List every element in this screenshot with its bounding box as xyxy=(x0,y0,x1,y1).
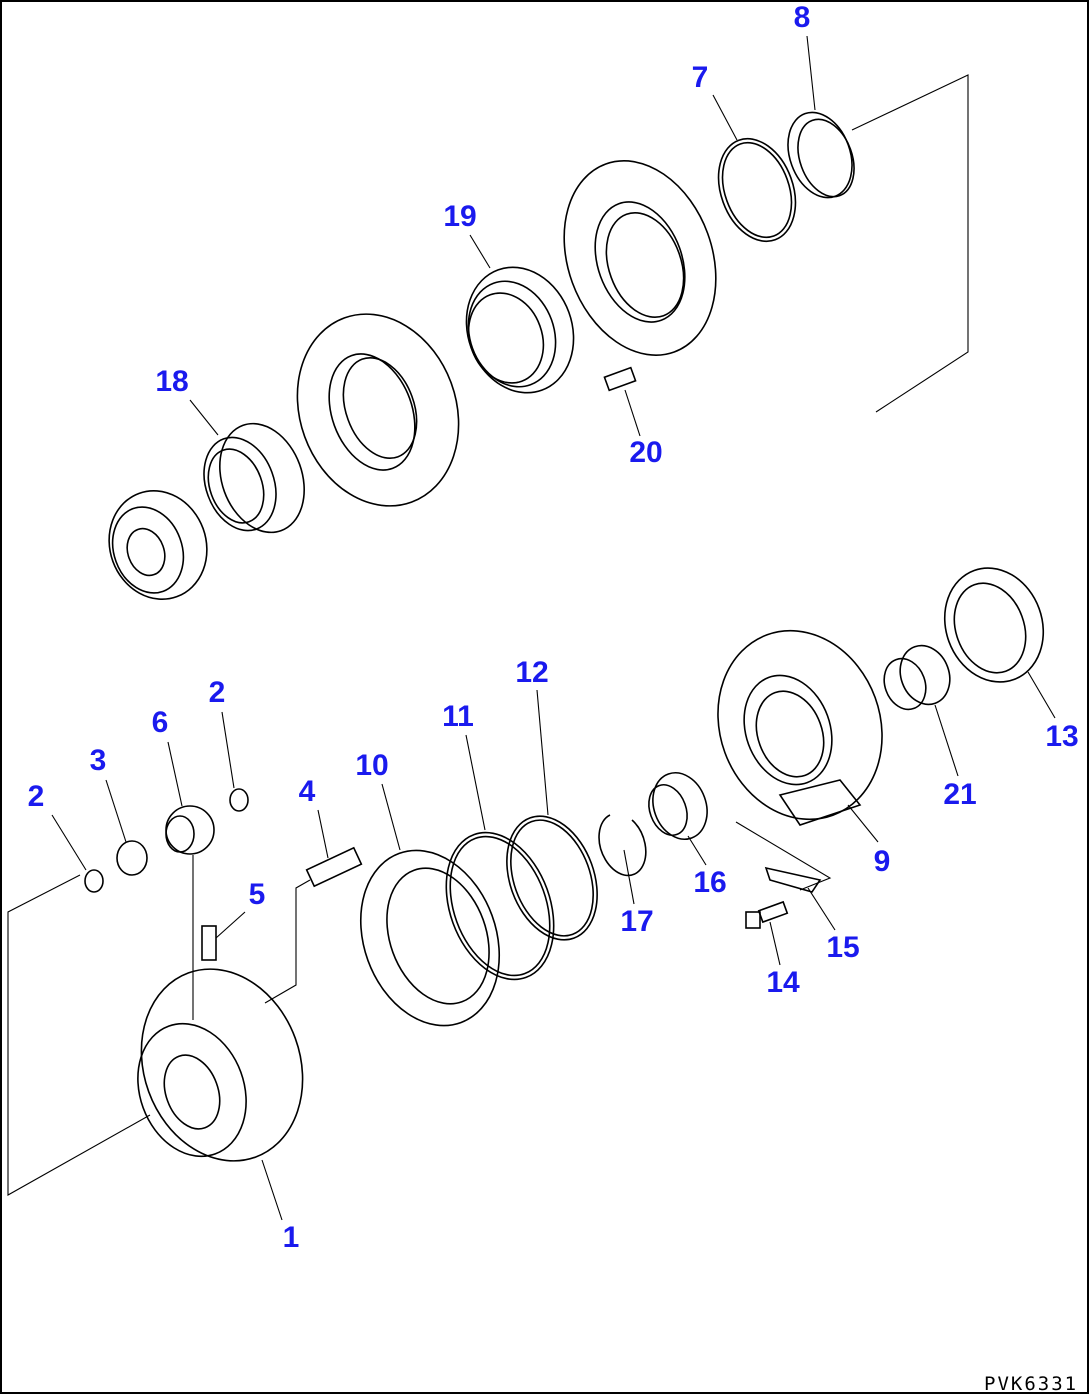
callout-18: 18 xyxy=(155,365,188,398)
part-18-bearing xyxy=(203,422,305,534)
part-20-plug xyxy=(603,366,637,392)
assembly-axis-lines xyxy=(7,74,969,1196)
part-11-ring xyxy=(445,831,555,981)
callout-16: 16 xyxy=(693,866,726,899)
callout-11: 11 xyxy=(442,700,474,733)
part-12-ring xyxy=(506,815,598,941)
callout-7: 7 xyxy=(692,61,709,94)
callout-14: 14 xyxy=(766,966,800,999)
part-1-pump-body xyxy=(137,968,304,1162)
part-9-housing xyxy=(717,629,883,826)
part-6-bushing xyxy=(165,805,215,855)
callout-1: 1 xyxy=(283,1221,300,1254)
callout-19: 19 xyxy=(443,200,476,233)
part-3-nut xyxy=(116,840,148,876)
callout-17: 17 xyxy=(620,905,653,938)
callout-labels: 8 7 19 18 20 12 11 2 6 3 4 10 2 13 21 9 … xyxy=(28,1,1079,1254)
callout-5: 5 xyxy=(249,878,266,911)
part-16-coupling xyxy=(648,772,708,840)
callout-12: 12 xyxy=(515,656,548,689)
drawing-code: PVK6331 xyxy=(984,1373,1078,1395)
callout-2: 2 xyxy=(209,676,226,709)
part-7-ring xyxy=(717,137,797,243)
callout-2: 2 xyxy=(28,780,45,813)
part-13-ring xyxy=(943,567,1045,683)
callout-4: 4 xyxy=(299,775,316,808)
part-21-bushing xyxy=(883,644,951,711)
part-19-bearing xyxy=(465,266,575,394)
part-carrier xyxy=(296,313,460,507)
callout-8: 8 xyxy=(794,1,811,34)
callout-6: 6 xyxy=(152,706,169,739)
callout-9: 9 xyxy=(874,845,891,878)
part-15-washer xyxy=(764,866,822,893)
part-gear-hub xyxy=(108,489,208,601)
callout-3: 3 xyxy=(90,744,107,777)
part-4-pin xyxy=(305,846,363,888)
callout-21: 21 xyxy=(943,778,976,811)
callout-10: 10 xyxy=(355,749,388,782)
callout-13: 13 xyxy=(1045,720,1078,753)
callout-15: 15 xyxy=(826,931,859,964)
part-14-bolt xyxy=(745,900,789,929)
callout-20: 20 xyxy=(629,436,662,469)
part-10-plate xyxy=(359,849,501,1027)
part-8-seal xyxy=(787,111,855,199)
part-5-key xyxy=(201,925,217,961)
leader-lines xyxy=(51,35,1056,1221)
part-2-washers xyxy=(84,788,249,893)
part-17-snap-ring xyxy=(598,814,647,877)
part-housing-plate xyxy=(563,160,717,356)
